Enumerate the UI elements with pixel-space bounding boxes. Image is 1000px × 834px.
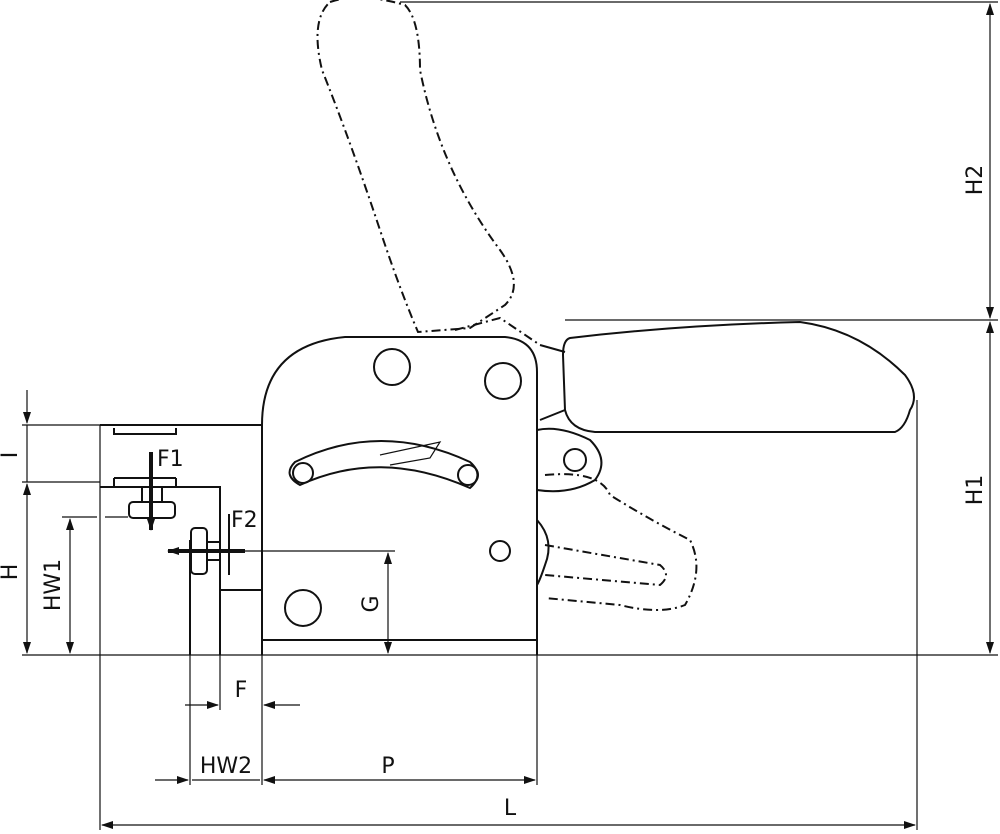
label-g: G [359, 595, 384, 612]
label-p: P [381, 754, 394, 779]
spindle-fixture [100, 424, 262, 655]
open-handle-dashed [316, 0, 698, 611]
label-h2: H2 [963, 165, 988, 196]
label-f1: F1 [157, 447, 184, 472]
label-hw2: HW2 [200, 754, 252, 779]
label-f: F [235, 678, 248, 703]
label-h1: H1 [963, 475, 988, 506]
clamp-body [261, 336, 538, 655]
dimensions [22, 1, 998, 830]
label-i: I [0, 452, 23, 459]
label-f2: F2 [231, 508, 258, 533]
label-hw1: HW1 [41, 559, 66, 611]
label-l: L [504, 796, 517, 821]
closed-handle [536, 320, 915, 586]
label-h: H [0, 564, 23, 581]
